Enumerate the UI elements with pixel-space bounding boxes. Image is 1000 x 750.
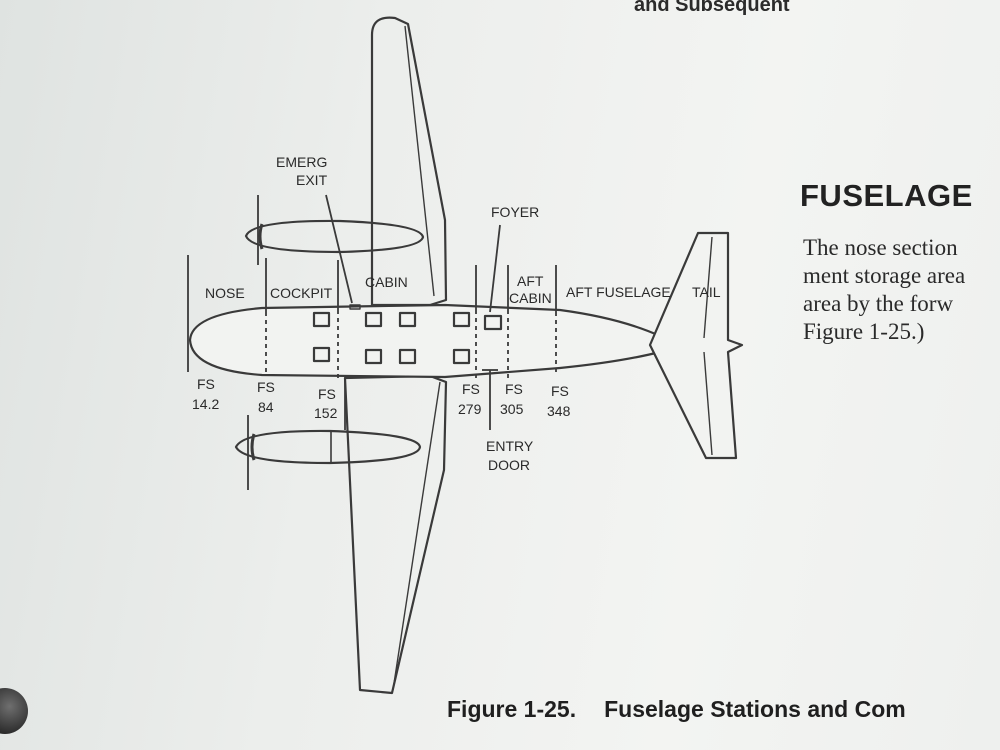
station-value: 279: [458, 401, 482, 417]
station-value: 348: [547, 403, 571, 419]
zone-label-cockpit: COCKPIT: [270, 285, 333, 301]
station-label: FS: [551, 383, 569, 399]
station-label: FS: [257, 379, 275, 395]
zone-label-cabin: CABIN: [365, 274, 408, 290]
station-value: 14.2: [192, 396, 219, 412]
window: [452, 311, 471, 328]
window: [398, 311, 417, 328]
body-line: ment storage area: [803, 263, 966, 288]
station-value: 152: [314, 405, 338, 421]
section-title: FUSELAGE: [800, 178, 973, 213]
foyer-leader: [489, 224, 501, 313]
emerg-exit-leader: [325, 194, 353, 304]
zone-label-aft-cabin: AFT: [517, 273, 544, 289]
body-line: area by the forw: [803, 291, 954, 316]
window: [312, 311, 331, 328]
upper-engine: [244, 219, 425, 254]
callout-entry-door: ENTRY: [486, 438, 534, 454]
station-value: 305: [500, 401, 524, 417]
zone-label-tail: TAIL: [692, 284, 721, 300]
window: [398, 348, 417, 365]
figure-title: Fuselage Stations and Com: [604, 696, 906, 722]
emergency-exit-marker: [349, 304, 361, 310]
zone-label-aft-cabin: CABIN: [509, 290, 552, 306]
callout-foyer: FOYER: [491, 204, 539, 220]
callout-emerg-exit: EMERG: [276, 154, 327, 170]
station-value: 84: [258, 399, 274, 415]
horizontal-stabilizer: [648, 231, 744, 460]
station-label: FS: [505, 381, 523, 397]
lower-wing: [343, 374, 448, 695]
window: [452, 348, 471, 365]
lower-engine: [234, 429, 422, 465]
body-line: The nose section: [803, 235, 958, 260]
callout-emerg-exit: EXIT: [296, 172, 328, 188]
upper-wing: [370, 16, 448, 307]
callout-entry-door: DOOR: [488, 457, 530, 473]
body-line: Figure 1-25.): [803, 319, 925, 344]
window: [364, 311, 383, 328]
section-body: The nose section ment storage area area …: [803, 234, 1000, 346]
zone-label-nose: NOSE: [205, 285, 245, 301]
station-label: FS: [318, 386, 336, 402]
zone-label-aft-fuselage: AFT FUSELAGE: [566, 284, 671, 300]
station-label: FS: [462, 381, 480, 397]
figure-caption: Figure 1-25. Fuselage Stations and Com: [447, 696, 906, 723]
station-label: FS: [197, 376, 215, 392]
figure-number: Figure 1-25.: [447, 696, 577, 722]
page-header: and Subsequent: [634, 0, 790, 16]
window: [312, 346, 331, 363]
window: [483, 314, 503, 331]
fuselage-outline: [188, 303, 670, 379]
window: [364, 348, 383, 365]
